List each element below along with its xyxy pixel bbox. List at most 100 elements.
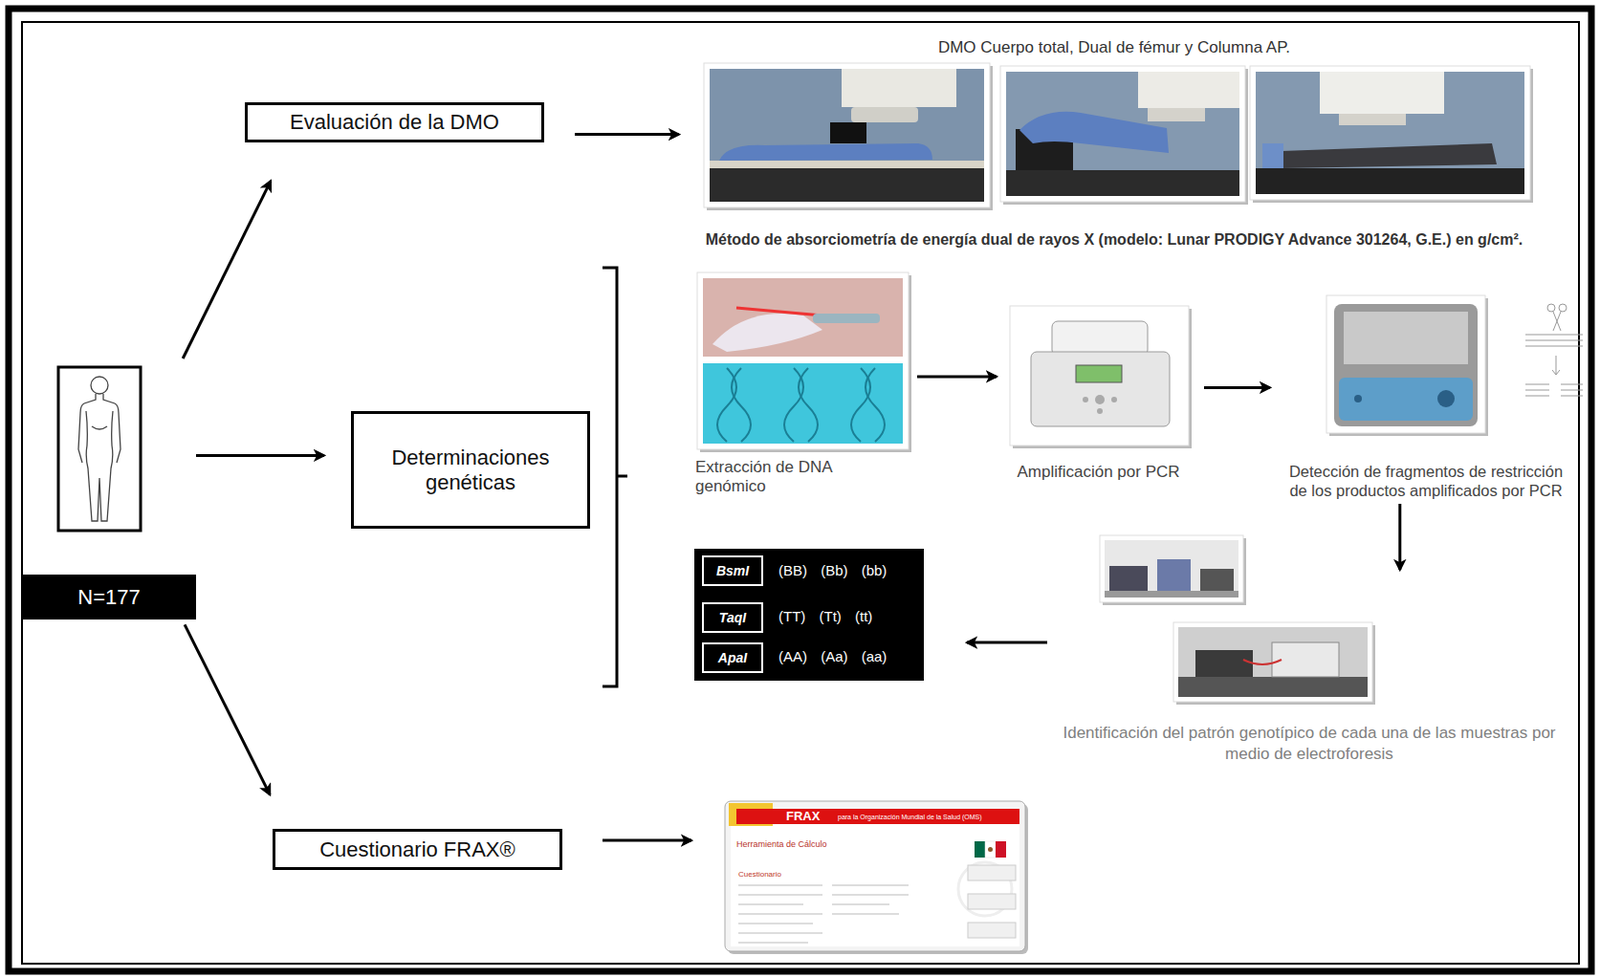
- dna-extraction-photo: [731, 368, 751, 442]
- genotype-row: (AA) (Aa) (aa): [778, 647, 924, 667]
- frax-screenshot: [738, 885, 909, 943]
- photo-panel: Extracción de DNA genómico: [695, 270, 916, 497]
- densitometry-photos: [703, 63, 990, 208]
- restriction-scheme: [1525, 384, 1583, 396]
- thermocycler-photo: [1111, 396, 1118, 403]
- photo-caption: Extracción de DNA genómico: [695, 458, 839, 497]
- densitometry-photos: [1003, 68, 1249, 205]
- tool-title: Herramienta de Cálculo: [736, 839, 828, 851]
- genotype-table: (BB) (Bb) (bb)(TT) (Tt) (tt)(AA) (Aa) (a…: [694, 548, 924, 681]
- dna-extraction-photo: [812, 313, 880, 324]
- logo-text: FRAX: [786, 810, 820, 824]
- box-label: Evaluación de la DMO: [289, 109, 500, 135]
- thermocycler-photo: [1009, 306, 1189, 446]
- frame: [8, 8, 1592, 972]
- flow-arrow: [184, 624, 270, 795]
- electrophoresis-photos: [1102, 538, 1247, 606]
- electrophoresis-photos: [1109, 566, 1148, 592]
- person-figure: [58, 367, 141, 531]
- densitometry-photos: [1252, 68, 1534, 203]
- dna-extraction-photo: [700, 275, 912, 453]
- restriction-scheme: [1558, 304, 1567, 312]
- densitometry-photos: [706, 65, 993, 211]
- flow-arrow: [196, 454, 325, 458]
- frax-screenshot: [832, 885, 909, 915]
- thermocycler-photo: [1052, 321, 1148, 356]
- densitometry-photos: [1319, 71, 1445, 114]
- gene-name: ApaI: [718, 650, 747, 666]
- thermocycler-photo: [1009, 306, 1192, 449]
- frax-screenshot: [738, 885, 823, 943]
- electrophoresis-photos: [1195, 650, 1253, 678]
- photo-panel: DMO Cuerpo total, Dual de fémur y Column…: [688, 32, 1540, 249]
- bracket: [602, 267, 628, 687]
- electrophoresis-photos: [1104, 540, 1239, 598]
- frax-screenshot: [724, 801, 1029, 955]
- densitometry-photos: [1255, 71, 1525, 195]
- flow-arrow: [1398, 504, 1402, 570]
- dna-extraction-photo: [702, 278, 903, 357]
- flow-arrow: [917, 374, 997, 378]
- frax-screenshot: [736, 809, 773, 825]
- process-box: Evaluación de la DMO: [244, 102, 545, 143]
- restriction-scheme: [1547, 304, 1556, 312]
- restriction-scheme: [1525, 304, 1583, 396]
- process-box: Determinaciones genéticas: [350, 411, 591, 529]
- person-figure: [91, 426, 108, 430]
- flow-arrow: [574, 132, 680, 136]
- electrophoresis-photos: [1271, 642, 1339, 678]
- electrophoresis-photos: [1099, 535, 1376, 705]
- electrophoresis-photos: [1173, 622, 1373, 702]
- photo-caption: Método de absorciometría de energía dual…: [705, 230, 1523, 249]
- densitometry-photos: [1281, 143, 1497, 169]
- thermocycler-photo: [1082, 396, 1089, 403]
- electrophoresis-photos: [1178, 677, 1368, 698]
- frax-screenshot: [772, 809, 1020, 825]
- dna-extraction-photo: [798, 368, 818, 442]
- restriction-scheme: [1525, 334, 1583, 347]
- restriction-scheme: [1553, 311, 1561, 331]
- person-figure: [90, 376, 109, 395]
- thermocycler-photo: [1095, 394, 1105, 405]
- dna-extraction-photo: [717, 368, 885, 442]
- sample-size: N=177: [21, 574, 197, 620]
- restriction-device-photo: [1437, 390, 1455, 408]
- densitometry-photos: [830, 122, 867, 144]
- gene-box: ApaI: [701, 642, 764, 674]
- frax-screenshot: FRAX para la Organización Mundial de la S…: [724, 801, 1026, 952]
- frax-screenshot: [967, 894, 1016, 910]
- header-text: para la Organización Mundial de la Salud…: [837, 812, 983, 823]
- thermocycler-photo: [1030, 351, 1170, 427]
- frax-screenshot: [974, 841, 986, 858]
- frame: [21, 21, 1579, 965]
- form-heading: Cuestionario: [738, 870, 782, 880]
- electrophoresis-photos: [1176, 625, 1376, 705]
- gene-box: BsmI: [701, 555, 764, 587]
- gene-name: BsmI: [716, 563, 749, 579]
- restriction-scheme: [1552, 355, 1560, 375]
- restriction-device-photo: [1329, 298, 1489, 437]
- box-label: Cuestionario FRAX®: [319, 837, 516, 863]
- densitometry-photos: [709, 168, 985, 202]
- photo-panel: Amplificación por PCR: [1000, 304, 1197, 483]
- densitometry-photos: [1249, 65, 1531, 200]
- densitometry-photos: [1138, 71, 1240, 109]
- gene-box: TaqI: [701, 602, 764, 634]
- electrophoresis-photos: [1178, 627, 1368, 698]
- genotype-row: (TT) (Tt) (tt): [778, 607, 924, 627]
- photo-caption: Identificación del patrón genotípico de …: [1047, 723, 1572, 766]
- frax-screenshot: [995, 841, 1007, 858]
- electrophoresis-photos: [1099, 535, 1244, 603]
- densitometry-photos: [1000, 65, 1246, 202]
- restriction-device-photo: [1338, 377, 1473, 421]
- restriction-device-photo: [1343, 311, 1469, 365]
- densitometry-photos: [1338, 113, 1406, 126]
- flow-arrow: [602, 839, 692, 843]
- densitometry-photos: [841, 68, 957, 108]
- densitometry-photos: [1147, 108, 1206, 122]
- process-box: Cuestionario FRAX®: [272, 829, 563, 871]
- photo-caption: Detección de fragmentos de restricción d…: [1282, 461, 1570, 501]
- frax-screenshot: [724, 801, 1026, 952]
- frax-screenshot: [987, 847, 993, 853]
